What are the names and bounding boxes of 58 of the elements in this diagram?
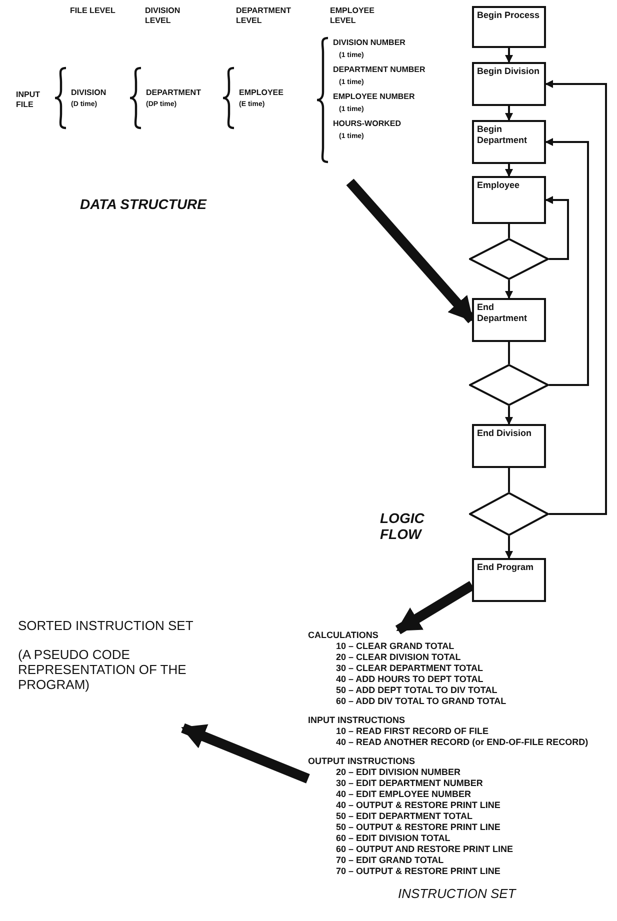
decision-diamond: [469, 364, 549, 406]
section-caption: DATA STRUCTURE: [80, 196, 208, 212]
instruction-line: 30 – EDIT DEPARTMENT NUMBER: [335, 778, 484, 789]
section-heading: OUTPUT INSTRUCTIONS: [308, 756, 416, 767]
instruction-line: 40 – READ ANOTHER RECORD (or END-OF-FILE RECORD): [335, 737, 590, 748]
heading-text: SORTED INSTRUCTION SET: [18, 618, 194, 633]
instruction-line: 40 – OUTPUT & RESTORE PRINT LINE: [335, 800, 502, 811]
instruction-line: 60 – EDIT DIVISION TOTAL: [335, 833, 452, 844]
decision-diamond: [469, 238, 549, 280]
node-label: INSTRUCTION SET: [398, 885, 516, 903]
instruction-line: 50 – EDIT DEPARTMENT TOTAL: [335, 811, 474, 822]
decision-diamond: [469, 492, 549, 536]
section-heading: CALCULATIONS: [308, 630, 380, 641]
process-box: Begin Department: [472, 120, 546, 164]
instruction-line: 20 – EDIT DIVISION NUMBER: [335, 767, 462, 778]
field-label: DIVISION: [71, 88, 108, 98]
thick-arrow: [181, 723, 310, 784]
flow-arrow: [545, 196, 569, 260]
process-box: Begin Division: [472, 62, 546, 106]
process-box: End Division: [472, 424, 546, 468]
instruction-line: 10 – CLEAR GRAND TOTAL: [335, 641, 456, 652]
instruction-line: 60 – ADD DIV TOTAL TO GRAND TOTAL: [335, 696, 508, 707]
instruction-line: 60 – OUTPUT AND RESTORE PRINT LINE: [335, 844, 514, 855]
flow-arrow: [505, 48, 513, 63]
field-label: DEPARTMENT NUMBER: [333, 65, 426, 75]
instruction-line: 50 – OUTPUT & RESTORE PRINT LINE: [335, 822, 502, 833]
flow-arrow: [505, 406, 513, 425]
flow-arrow: [505, 106, 513, 121]
description-text: (A PSEUDO CODE REPRESENTATION OF THE PROGRAM): [18, 647, 188, 692]
field-label: EMPLOYEE: [239, 88, 284, 98]
process-box: Employee: [472, 176, 546, 224]
field-label: INPUT FILE: [16, 90, 41, 110]
field-label: EMPLOYEE NUMBER: [333, 92, 416, 102]
field-label: DIVISION NUMBER: [333, 38, 406, 48]
section-caption: LOGIC FLOW: [380, 510, 426, 542]
flow-arrow: [505, 536, 513, 559]
instruction-line: 30 – CLEAR DEPARTMENT TOTAL: [335, 663, 484, 674]
instruction-line: 70 – OUTPUT & RESTORE PRINT LINE: [335, 866, 502, 877]
field-label: DEPARTMENT: [146, 88, 202, 98]
field-label: DIVISION LEVEL: [145, 6, 182, 26]
field-label: FILE LEVEL: [70, 6, 116, 16]
instruction-line: 10 – READ FIRST RECORD OF FILE: [335, 726, 490, 737]
flow-arrow: [505, 164, 513, 177]
instruction-line: 40 – EDIT EMPLOYEE NUMBER: [335, 789, 472, 800]
instruction-line: 50 – ADD DEPT TOTAL TO DIV TOTAL: [335, 685, 498, 696]
process-box: End Program: [472, 558, 546, 602]
process-box: Begin Process: [472, 6, 546, 48]
instruction-line: 70 – EDIT GRAND TOTAL: [335, 855, 445, 866]
instruction-line: 20 – CLEAR DIVISION TOTAL: [335, 652, 462, 663]
instruction-line: 40 – ADD HOURS TO DEPT TOTAL: [335, 674, 484, 685]
field-label: EMPLOYEE LEVEL: [330, 6, 376, 26]
section-heading: INPUT INSTRUCTIONS: [308, 715, 406, 726]
flow-arrow: [545, 80, 607, 515]
flow-arrow: [545, 138, 589, 386]
flow-arrow: [505, 280, 513, 299]
field-label: HOURS-WORKED: [333, 119, 402, 129]
process-box: End Department: [472, 298, 546, 342]
field-label: DEPARTMENT LEVEL: [236, 6, 292, 26]
